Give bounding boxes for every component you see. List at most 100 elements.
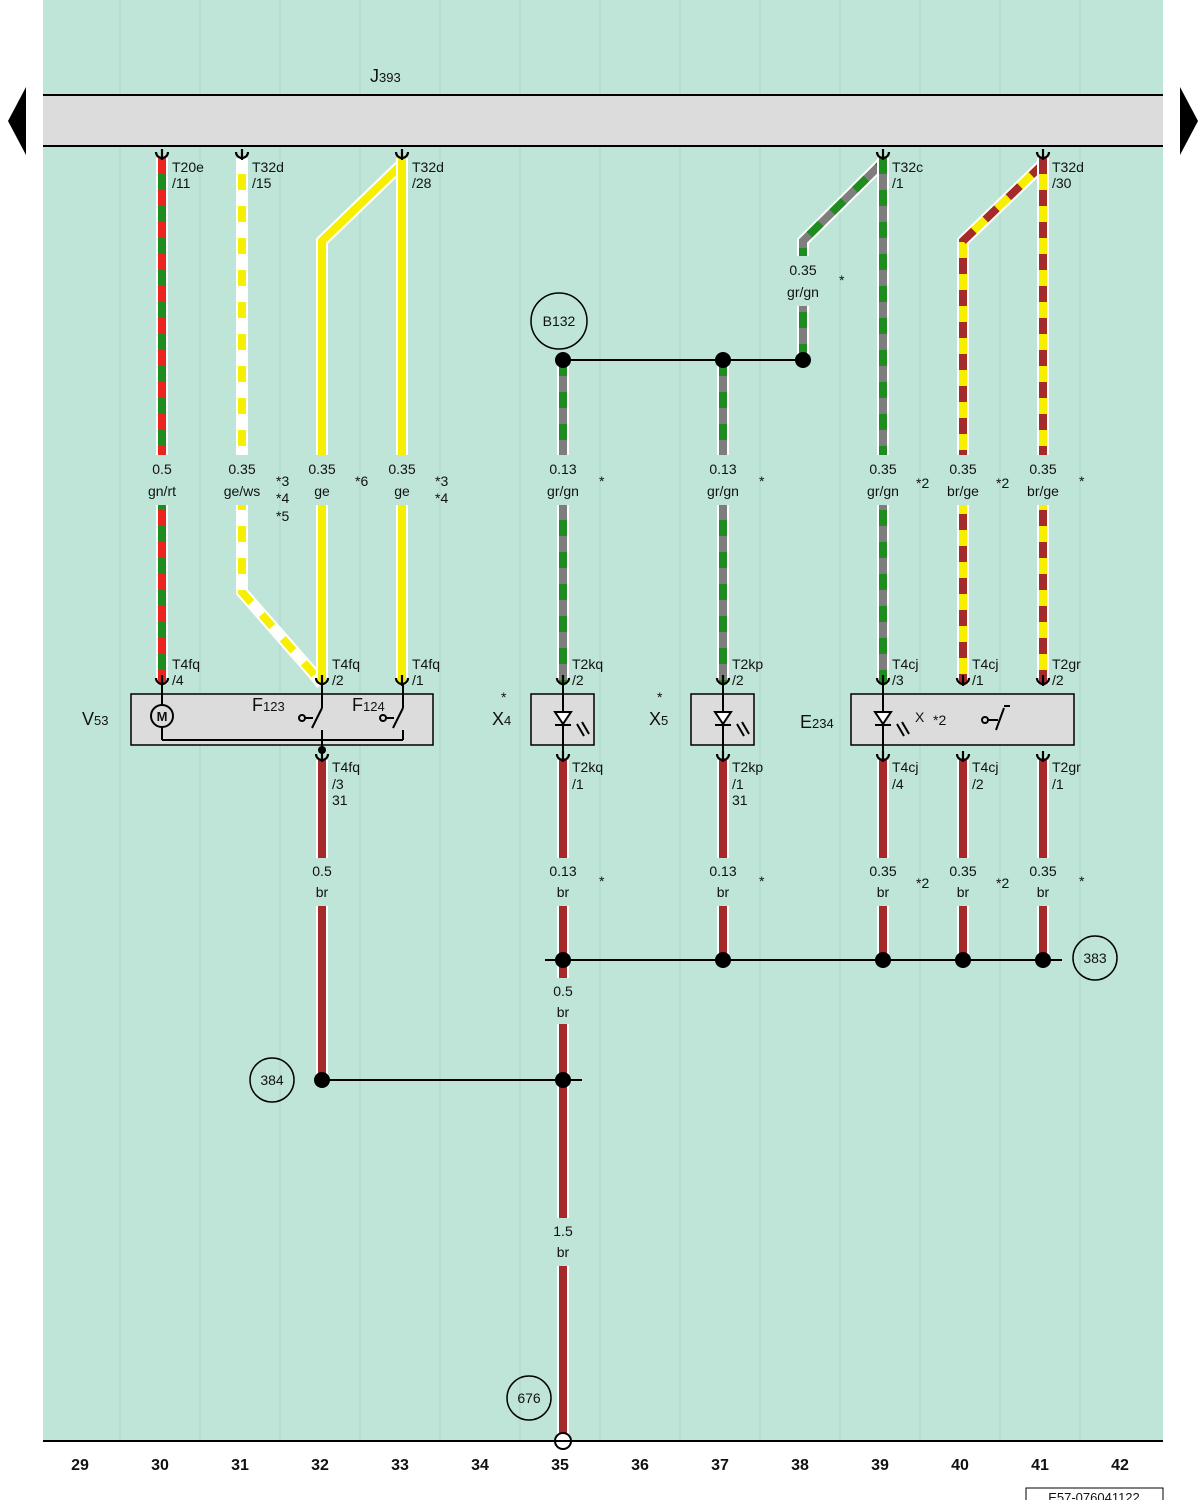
footnote-mark: * [1079,873,1085,889]
svg-text:E234: E234 [800,712,834,732]
component-note: * [501,689,507,705]
connector-pin [555,675,571,686]
wire-gauge-label: 0.35 [1029,863,1056,879]
component-label: E [800,712,812,732]
footnote-mark: *2 [996,475,1009,491]
component-note: *2 [933,712,946,728]
column-number: 37 [711,1457,729,1474]
column-number: 42 [1111,1457,1129,1474]
column-number: 29 [71,1457,89,1474]
pin-label: 31 [732,792,748,808]
pin-label: T2gr [1052,656,1081,672]
wire-gauge-label: 0.13 [549,461,576,477]
pin-label: /1 [892,175,904,191]
connector-pin [314,675,330,686]
pin-label: T2kp [732,656,763,672]
pin-label: /4 [892,776,904,792]
column-number: 40 [951,1457,969,1474]
pin-label: T4fq [332,759,360,775]
footnote-mark: *2 [916,475,929,491]
connector-pin [875,149,891,160]
connector-pin [555,751,571,762]
pin-label: T32c [892,159,923,175]
footnote-mark: * [599,473,605,489]
wire-color-label: gr/gn [547,483,579,499]
wire-color-label: ge [314,483,330,499]
connector-pin [154,149,170,160]
connector-pin [154,675,170,686]
wire-color-label: gr/gn [787,284,819,300]
wire-color-label: br [316,884,329,900]
connectors [154,149,1051,762]
ref-b132[interactable]: B132 [530,292,588,350]
ref-label: 383 [1083,950,1107,966]
footnote-mark: *3 [276,473,289,489]
pin-label: /4 [172,672,184,688]
footnote-mark: * [599,873,605,889]
pin-label: T20e [172,159,204,175]
ref-label: 676 [517,1390,541,1406]
next-page-arrow-icon[interactable] [1180,87,1198,155]
wire-gauge-label: 0.5 [553,983,573,999]
wire-gauge-label: 0.35 [789,262,816,278]
pin-label: T2kq [572,656,603,672]
led-icon [553,684,590,760]
ref-384[interactable]: 384 [249,1057,295,1103]
wire-gauge-label: 0.35 [1029,461,1056,477]
wire-segment [799,161,884,360]
ref-676[interactable]: 676 [506,1375,552,1421]
footnote-mark: *5 [276,508,289,524]
svg-text:J393: J393 [370,66,401,86]
pin-label: T4cj [972,656,998,672]
footnote-mark: *2 [996,875,1009,891]
wire-color-label: br [717,884,730,900]
pin-label: T4fq [172,656,200,672]
wire-color-label: gr/gn [707,483,739,499]
svg-text:F124: F124 [352,695,385,715]
pin-label: /2 [732,672,744,688]
connector-pin [1035,675,1051,686]
footnote-mark: *3 [435,473,448,489]
connector-pin [875,675,891,686]
column-number: 36 [631,1457,649,1474]
pin-label: T32d [252,159,284,175]
component-label: F [352,695,363,715]
motor-switch-box [130,693,434,746]
wires [156,158,1049,1441]
wire-color-label: ge [394,483,410,499]
pin-label: T4fq [332,656,360,672]
pin-label: T4cj [892,759,918,775]
column-number: 35 [551,1457,569,1474]
wire-color-label: br [957,884,970,900]
switch-icon [298,684,323,760]
ref-label: 384 [260,1072,284,1088]
component-note: X [915,709,925,725]
wire-color-label: br [877,884,890,900]
connector-pin [955,675,971,686]
connector-pin [1035,751,1051,762]
wire-color-label: br/ge [1027,483,1059,499]
switch-icon [379,684,404,740]
footnote-mark: *6 [355,473,368,489]
ref-383[interactable]: 383 [1072,935,1118,981]
footnote-mark: *4 [435,490,448,506]
column-number: 33 [391,1457,409,1474]
wire-color-label: br [557,1244,570,1260]
column-number: 31 [231,1457,249,1474]
pin-label: T2kq [572,759,603,775]
connector-pin [234,149,250,160]
pin-label: /2 [332,672,344,688]
prev-page-arrow-icon[interactable] [8,87,26,155]
control-unit-label: J [370,66,379,86]
svg-text:F123: F123 [252,695,285,715]
component-label: F [252,695,263,715]
wire-gauge-label: 0.35 [949,863,976,879]
bus-lines [322,359,1062,1081]
pin-label: /30 [1052,175,1072,191]
connector-pin [1035,149,1051,160]
pin-label: /3 [332,776,344,792]
svg-text:X5: X5 [649,709,668,729]
wire-gauge-label: 0.35 [869,863,896,879]
pin-label: /2 [972,776,984,792]
